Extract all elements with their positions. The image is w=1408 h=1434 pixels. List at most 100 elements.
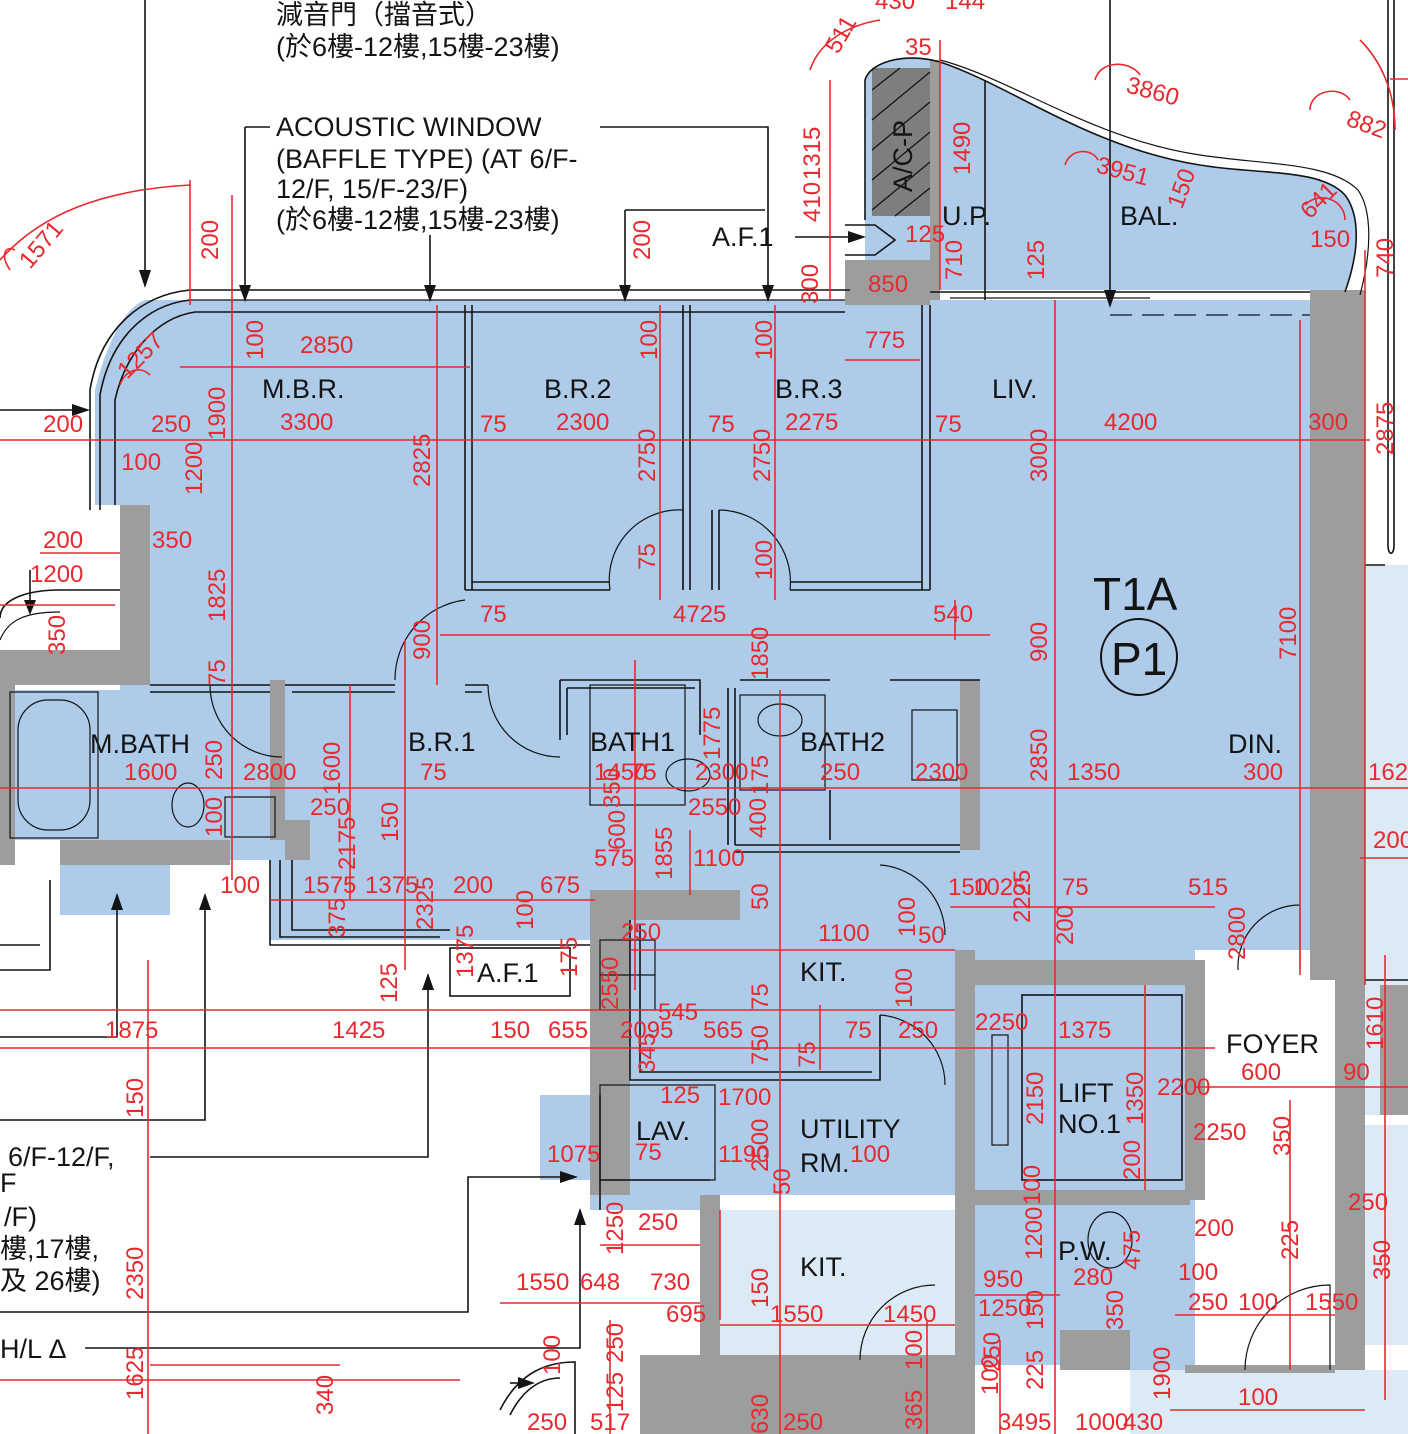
dimension-label: 950 xyxy=(983,1266,1023,1293)
dimension-label: 175 xyxy=(556,937,583,977)
dimension-label: 150 xyxy=(948,874,988,901)
dimension-label: 1775 xyxy=(699,707,726,760)
dimension-label: 150 xyxy=(122,1078,149,1118)
dimension-label: 2350 xyxy=(122,1247,149,1300)
dimension-label: 75 xyxy=(708,411,735,438)
dimension-label: 100 xyxy=(539,1335,566,1375)
dimension-label: 345 xyxy=(634,1033,661,1073)
acp-hatch xyxy=(871,67,931,217)
dimension-label: 200 xyxy=(43,527,83,554)
dimension-label: 250 xyxy=(621,919,661,946)
tower-circle xyxy=(1100,618,1178,696)
mbath-fill xyxy=(15,690,155,840)
dimension-label: 4200 xyxy=(1104,409,1157,436)
dimension-label: 410 xyxy=(799,182,826,222)
dimension-label: 1075 xyxy=(547,1141,600,1168)
dimension-label: 2850 xyxy=(300,332,353,359)
dimension-label: 50 xyxy=(747,883,774,910)
room-label-bath2: BATH2 xyxy=(800,727,885,757)
dimension-label: 225 xyxy=(1277,1220,1304,1260)
dimension-label: 200 xyxy=(1119,1140,1146,1180)
dimension-label: 2825 xyxy=(409,434,436,487)
dimension-label: 75 xyxy=(635,1139,662,1166)
note-hl: H/L Δ xyxy=(0,1334,67,1364)
dimension-label: 125 xyxy=(1023,240,1050,280)
dimension-label: 125 xyxy=(660,1082,700,1109)
dimension-label: 75 xyxy=(480,411,507,438)
dimension-label: 1425 xyxy=(332,1017,385,1044)
dimension-label: 1100 xyxy=(818,920,870,947)
dimension-label: 2875 xyxy=(1372,402,1399,455)
note-left-3: /F) xyxy=(4,1202,37,1232)
dimension-label: 250 xyxy=(1188,1289,1228,1316)
dimension-label: 1025 xyxy=(973,874,1026,901)
dimension-label: 1850 xyxy=(747,627,774,680)
dimension-label: 1855 xyxy=(651,827,678,880)
dimension-label: 200 xyxy=(1194,1215,1234,1242)
dimension-label: 2150 xyxy=(1022,1072,1049,1125)
room-label-br2: B.R.2 xyxy=(544,374,612,404)
dimension-label: 150 xyxy=(377,802,404,842)
dimension-label: 775 xyxy=(865,327,905,354)
dimension-label: 250 xyxy=(979,1332,1006,1372)
dimension-label: 1825 xyxy=(204,569,231,622)
dimension-label: 225 xyxy=(1022,1350,1049,1390)
dimension-label: 740 xyxy=(1372,238,1399,278)
dimension-label: 250 xyxy=(638,1209,678,1236)
room-label-liv: LIV. xyxy=(992,374,1038,404)
dimension-label: 350 xyxy=(599,768,626,808)
dimension-label: 1000 xyxy=(1075,1409,1128,1434)
dimension-label: 1571 xyxy=(14,216,69,274)
dimension-label: 125 xyxy=(602,1372,629,1412)
dimension-label: 350 xyxy=(1102,1290,1129,1330)
dimension-label: 900 xyxy=(1026,622,1053,662)
room-label-mbath: M.BATH xyxy=(90,729,190,759)
dimension-label: 2850 xyxy=(1026,729,1053,782)
dimension-label: 1550 xyxy=(770,1301,823,1328)
dimension-label: 1200 xyxy=(30,561,83,588)
dimension-label: 100 xyxy=(977,1355,1004,1395)
dimension-label: 1250 xyxy=(602,1202,629,1255)
dimension-label: 900 xyxy=(409,620,436,660)
dimension-label: 100 xyxy=(1178,1259,1218,1286)
dimension-label: 75 xyxy=(794,1041,821,1068)
dimension-label: 280 xyxy=(1073,1264,1113,1291)
dimension-label: 3495 xyxy=(998,1409,1051,1434)
note-acoustic-4: (於6樓-12樓,15樓-23樓) xyxy=(276,205,560,235)
label-af1-top: A.F.1 xyxy=(712,222,774,252)
room-labels: M.B.R. B.R.2 B.R.3 LIV. DIN. B.R.1 M.BAT… xyxy=(90,120,1319,1282)
dimension-label: 1250 xyxy=(978,1295,1031,1322)
dimension-label: 350 xyxy=(1369,1240,1396,1280)
dimension-label: 125 xyxy=(376,963,403,1003)
walls xyxy=(0,60,1408,1434)
dimension-label: 1450 xyxy=(594,759,647,786)
notes: 減音門（擋音式） (於6樓-12樓,15樓-23樓) ACOUSTIC WIND… xyxy=(0,0,578,1364)
dimension-label: 3000 xyxy=(1026,429,1053,482)
label-af1-bottom: A.F.1 xyxy=(477,958,539,988)
note-left-1: 6/F-12/F, xyxy=(8,1142,115,1172)
plan-lines xyxy=(0,57,1408,1434)
dimension-label: 50 xyxy=(918,922,945,949)
dimension-label: 350 xyxy=(152,527,192,554)
dimension-label: 2300 xyxy=(695,759,748,786)
dimension-label: 100 xyxy=(751,320,778,360)
dimension-label: 100 xyxy=(512,890,539,930)
dimension-label: 75 xyxy=(204,659,231,686)
dimension-label: 2300 xyxy=(556,409,609,436)
dimension-label: 2325 xyxy=(412,877,439,930)
dimension-label: 100 xyxy=(850,1141,890,1168)
dimension-label: 250 xyxy=(201,740,228,780)
room-label-mbr: M.B.R. xyxy=(262,374,345,404)
dimension-label: 1575 xyxy=(303,872,356,899)
dimension-label: 250 xyxy=(898,1017,938,1044)
dimension-label: 1375 xyxy=(452,925,479,978)
dimension-label: 1700 xyxy=(718,1084,771,1111)
dimension-label: 565 xyxy=(703,1017,743,1044)
dimension-label: 575 xyxy=(594,845,634,872)
room-label-lift-1: LIFT xyxy=(1058,1078,1114,1108)
dimension-label: 250 xyxy=(783,1409,823,1434)
note-left-5: 及 26樓) xyxy=(0,1266,101,1296)
dimension-label: 2250 xyxy=(1193,1119,1246,1146)
dimension-label: 430 xyxy=(1123,1409,1163,1434)
